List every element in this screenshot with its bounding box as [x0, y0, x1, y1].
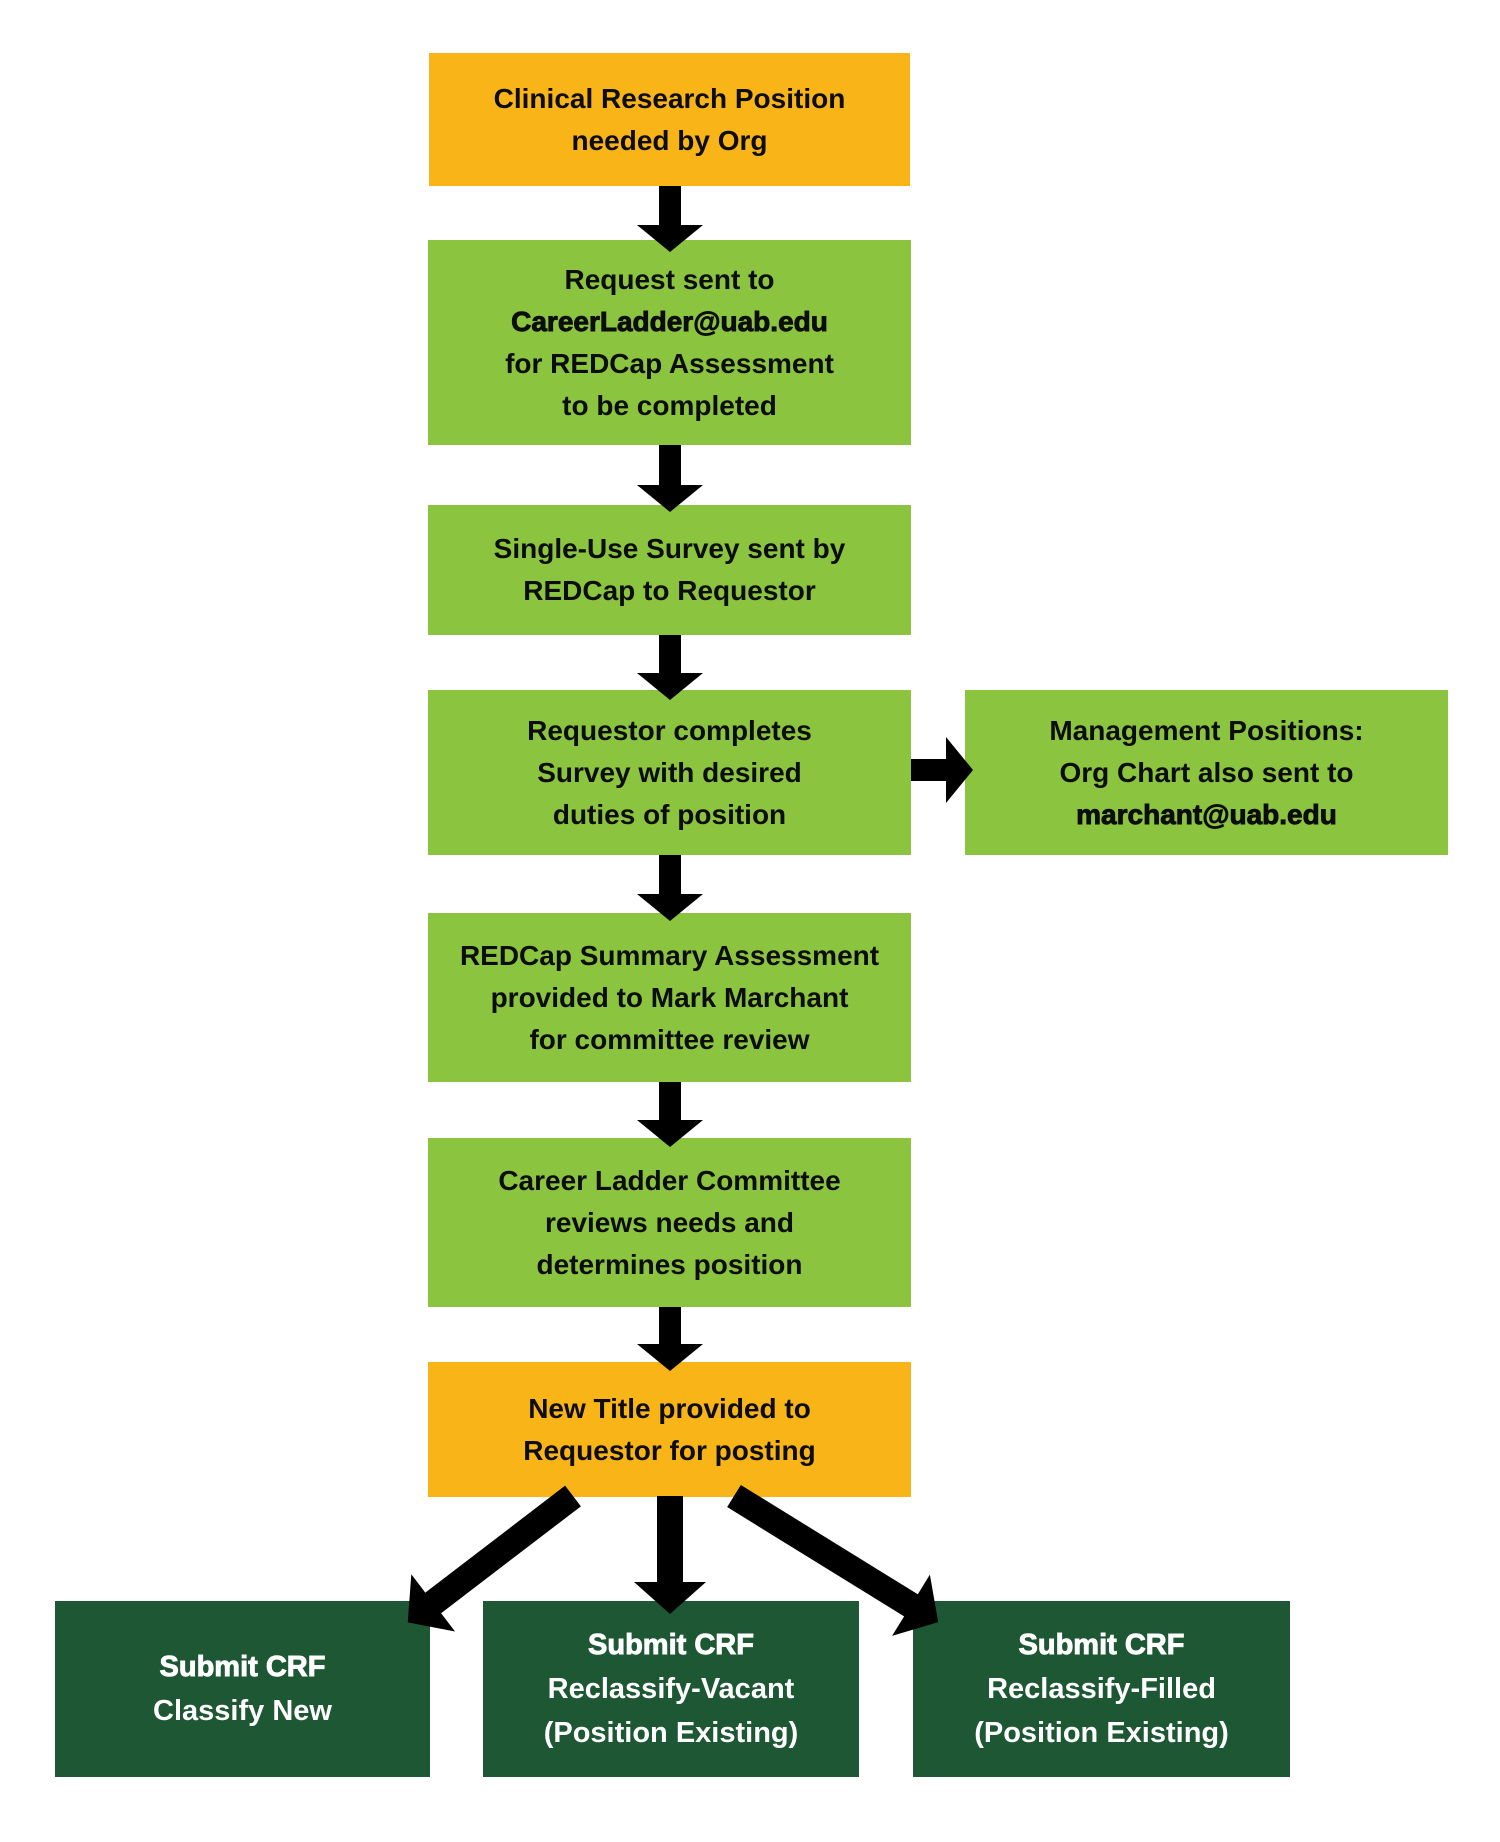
step-text-line: Management Positions: — [1049, 714, 1364, 746]
step-text-line: Career Ladder Committee — [498, 1164, 841, 1196]
outcome-title: Submit CRF — [1018, 1629, 1185, 1662]
fan-arrow-center — [634, 1496, 706, 1614]
step-text-line: Requestor for posting — [523, 1434, 816, 1466]
step-text-line: for REDCap Assessment — [505, 347, 834, 379]
outcome-text-line: (Position Existing) — [543, 1717, 799, 1749]
step-text-line: determines position — [536, 1248, 803, 1280]
outcome-text-line: Reclassify-Filled — [987, 1673, 1216, 1705]
step-request-sent: Request sent to CareerLadder@uab.edu for… — [428, 240, 911, 445]
down-arrow-2 — [637, 445, 703, 512]
outcome-text-line: Classify New — [153, 1695, 332, 1727]
outcome-text-line: (Position Existing) — [974, 1717, 1229, 1749]
step-text-line: Survey with desired — [537, 756, 802, 788]
step-text-line: needed by Org — [571, 124, 768, 156]
step-position-needed: Clinical Research Position needed by Org — [429, 53, 910, 186]
step-committee-review: Career Ladder Committee reviews needs an… — [428, 1138, 911, 1307]
step-text-line: duties of position — [552, 798, 787, 830]
step-text-line: REDCap to Requestor — [523, 575, 816, 606]
step-requestor-completes: Requestor completes Survey with desired … — [428, 690, 911, 855]
step-text-line: reviews needs and — [544, 1206, 794, 1238]
outcome-classify-new: Submit CRF Classify New — [55, 1601, 430, 1777]
step-survey-sent: Single-Use Survey sent by REDCap to Requ… — [428, 505, 911, 635]
step-text-line: Single-Use Survey sent by — [493, 533, 846, 564]
down-arrow-4 — [637, 855, 703, 921]
step-new-title: New Title provided to Requestor for post… — [428, 1362, 911, 1497]
step-redcap-summary: REDCap Summary Assessment provided to Ma… — [428, 913, 911, 1082]
right-arrow-management — [911, 737, 973, 803]
step-text-line: to be completed — [562, 389, 777, 421]
outcome-text-line: Reclassify-Vacant — [547, 1673, 795, 1705]
outcome-reclassify-vacant: Submit CRF Reclassify-Vacant (Position E… — [483, 1601, 859, 1777]
step-text-line: Clinical Research Position — [493, 82, 846, 114]
note-management-positions: Management Positions: Org Chart also sen… — [965, 690, 1448, 855]
step-text-line: New Title provided to — [528, 1392, 811, 1424]
step-text-line: REDCap Summary Assessment — [459, 939, 880, 971]
step-text-line: Org Chart also sent to — [1059, 756, 1354, 788]
outcome-title: Submit CRF — [588, 1629, 755, 1662]
outcome-reclassify-filled: Submit CRF Reclassify-Filled (Position E… — [913, 1601, 1290, 1777]
outcome-title: Submit CRF — [159, 1651, 326, 1684]
careerladder-email: CareerLadder@uab.edu — [511, 305, 829, 337]
marchant-email: marchant@uab.edu — [1076, 798, 1338, 830]
step-text-line: Request sent to — [564, 263, 775, 295]
step-text-line: for committee review — [529, 1023, 810, 1055]
step-text-line: provided to Mark Marchant — [490, 981, 849, 1013]
step-text-line: Requestor completes — [527, 714, 812, 746]
